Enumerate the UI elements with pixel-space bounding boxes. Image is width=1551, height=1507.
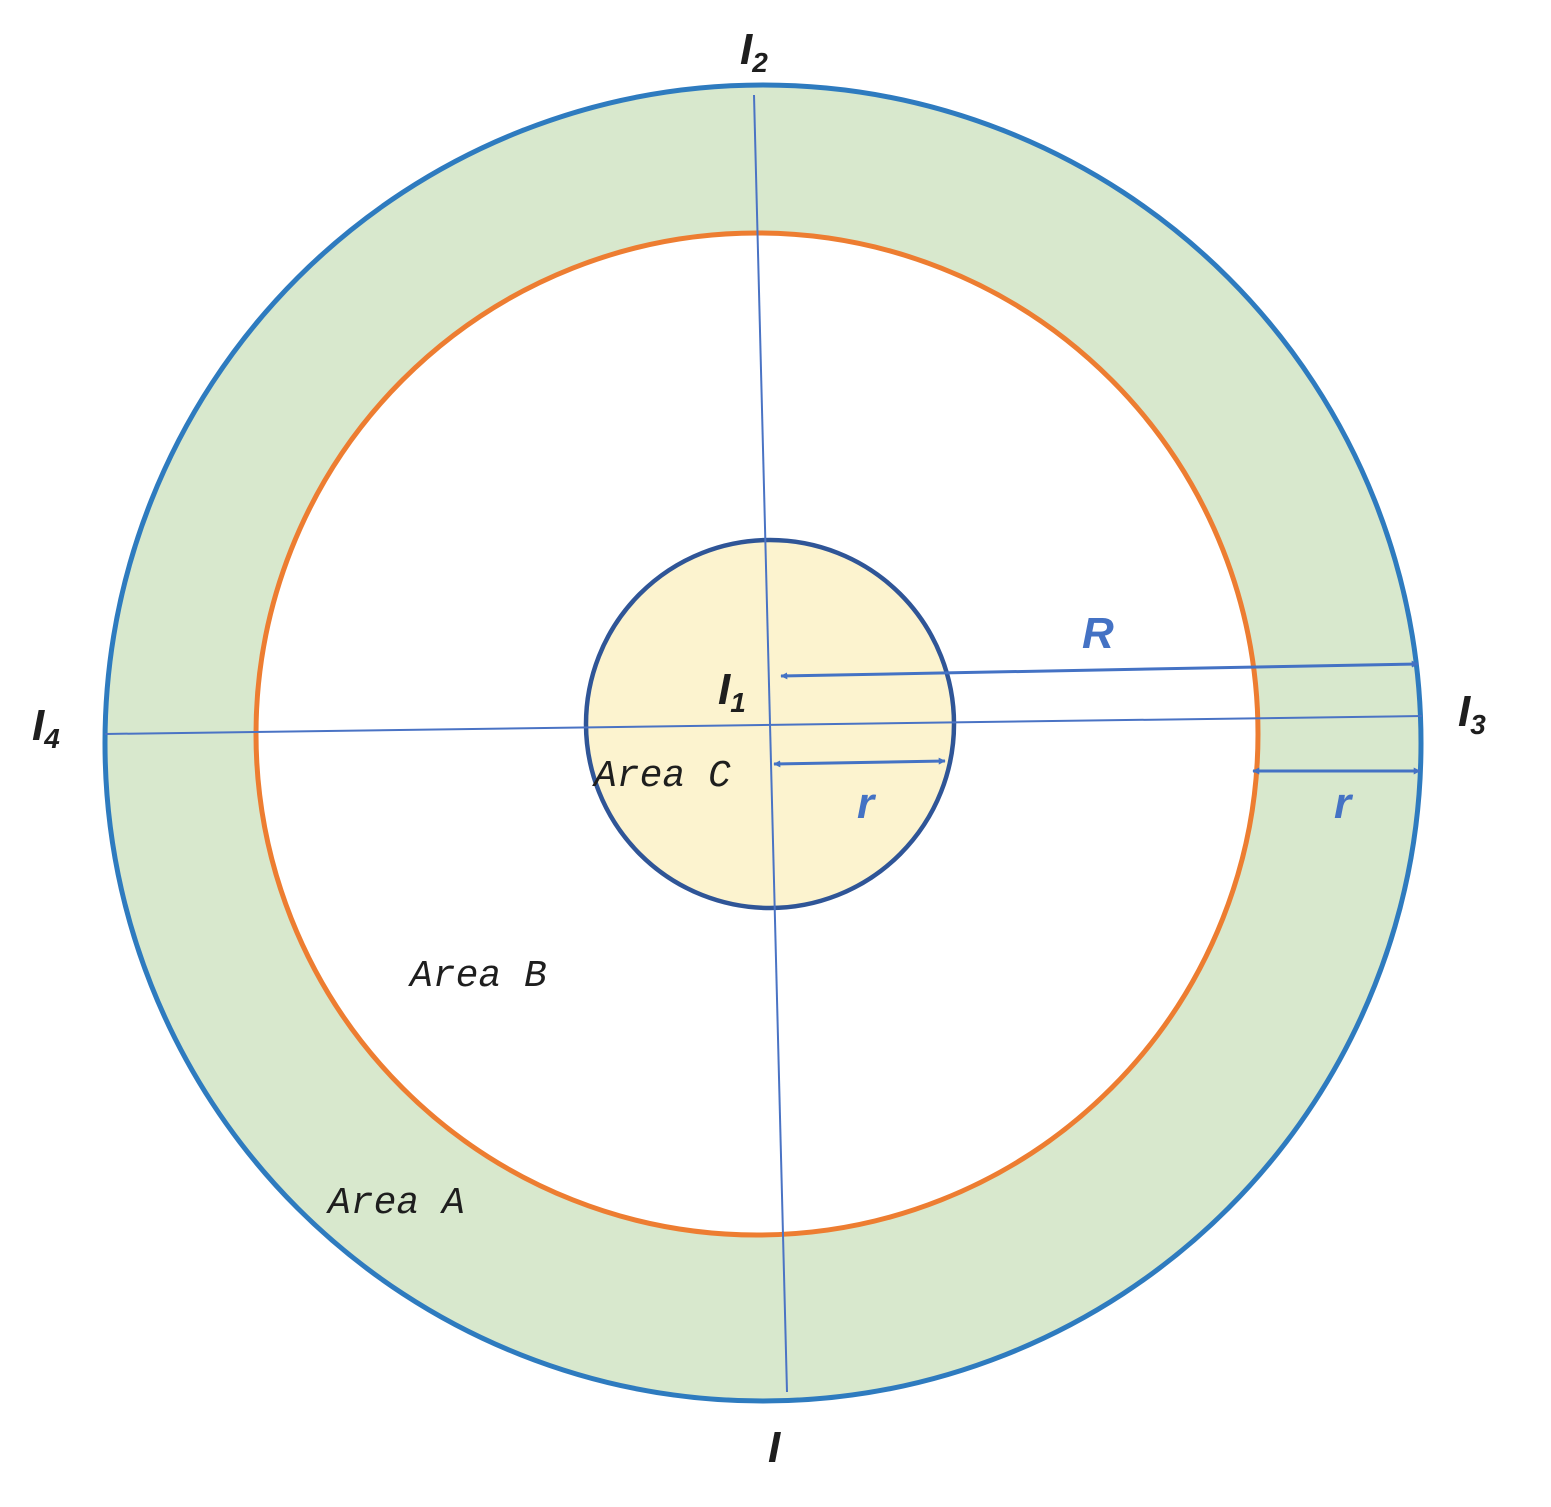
point-label-right: I3 [1458,687,1486,740]
area-a-label: Area A [326,1182,465,1225]
point-label-top: I2 [740,25,768,78]
inner-small-radius-label: r [857,779,877,828]
area-c-label: Area C [592,755,731,798]
area-b-label: Area B [408,955,547,998]
point-label-bottom: I [768,1423,781,1472]
ring-small-radius-label: r [1334,779,1354,828]
point-label-left: I4 [32,701,60,754]
vertical-axis-line [753,94,788,1393]
big-radius-arrow [780,660,1419,680]
inner-small-radius-arrow [773,757,946,768]
horizontal-axis-line [104,715,1423,735]
point-label-center: I1 [718,665,746,718]
big-radius-label: R [1082,609,1114,658]
